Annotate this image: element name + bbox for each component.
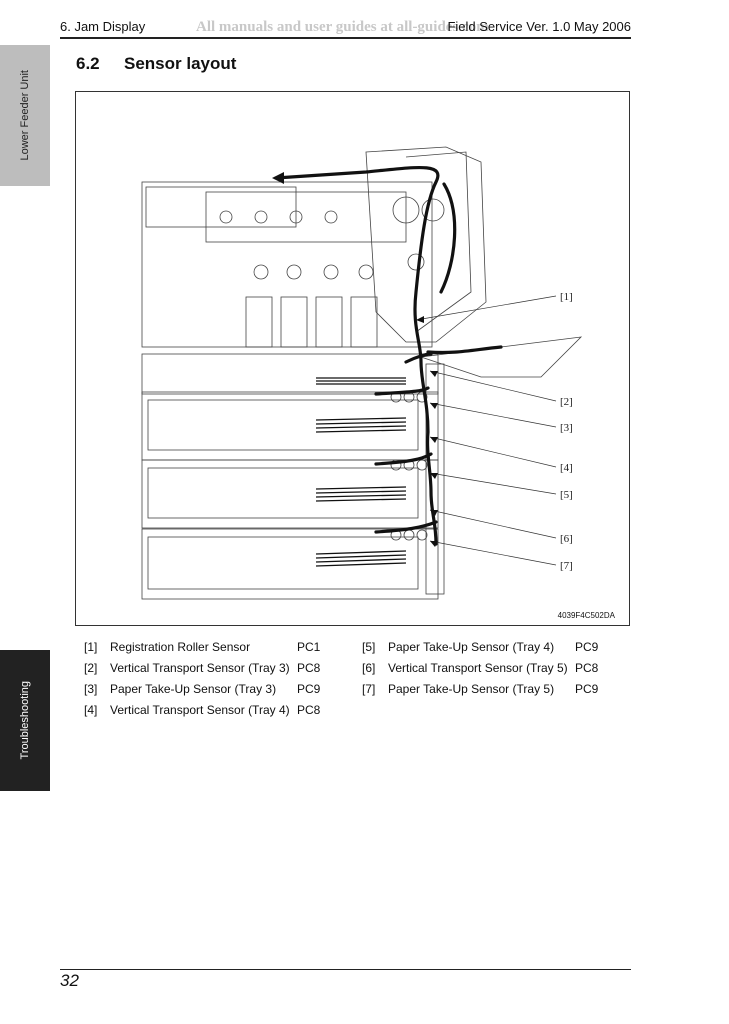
legend-index: [3] [84, 682, 98, 696]
legend-code: PC8 [297, 661, 321, 675]
legend-name: Vertical Transport Sensor (Tray 5) [388, 661, 568, 675]
legend-index: [5] [362, 640, 376, 654]
legend-index: [7] [362, 682, 376, 696]
legend-index: [4] [84, 703, 98, 717]
legend-code: PC1 [297, 640, 321, 654]
legend-code: PC9 [575, 682, 599, 696]
footer-rule [60, 969, 631, 970]
callout-5: [5] [560, 489, 573, 501]
section-number: 6.2 [76, 54, 100, 73]
side-tab-label: Lower Feeder Unit [19, 70, 31, 161]
legend-index: [6] [362, 661, 376, 675]
machine-cross-section-diagram: [1] [2] [3] [4] [5] [6] [7] [141, 146, 583, 600]
legend-name: Vertical Transport Sensor (Tray 4) [110, 703, 290, 717]
side-tab-lower-feeder-unit[interactable]: Lower Feeder Unit [0, 45, 50, 186]
figure-code: 4039F4C502DA [557, 611, 615, 620]
section-title: Sensor layout [124, 54, 237, 73]
header-section: 6. Jam Display [60, 19, 146, 34]
watermark-text: All manuals and user guides at all-guide… [196, 19, 489, 35]
legend-code: PC9 [575, 640, 599, 654]
callout-1: [1] [560, 291, 573, 303]
legend-code: PC8 [297, 703, 321, 717]
legend-name: Vertical Transport Sensor (Tray 3) [110, 661, 290, 675]
legend-index: [2] [84, 661, 98, 675]
side-tab-troubleshooting[interactable]: Troubleshooting [0, 650, 50, 791]
legend-name: Paper Take-Up Sensor (Tray 5) [388, 682, 555, 696]
legend-code: PC9 [297, 682, 321, 696]
sensor-layout-figure: [1] [2] [3] [4] [5] [6] [7] 4039F4C502DA [75, 91, 630, 626]
side-tab-label: Troubleshooting [19, 681, 31, 760]
callout-6: [6] [560, 533, 573, 545]
header-version: Field Service Ver. 1.0 May 2006 [447, 19, 631, 34]
legend-name: Registration Roller Sensor [110, 640, 251, 654]
header-rule [60, 37, 631, 39]
legend-name: Paper Take-Up Sensor (Tray 3) [110, 682, 277, 696]
callout-2: [2] [560, 396, 573, 408]
section-heading: 6.2 Sensor layout [76, 54, 236, 74]
legend-index: [1] [84, 640, 98, 654]
callout-4: [4] [560, 462, 573, 474]
callout-3: [3] [560, 422, 573, 434]
page-number: 32 [60, 971, 79, 990]
legend-code: PC8 [575, 661, 599, 675]
callout-7: [7] [560, 560, 573, 572]
legend-name: Paper Take-Up Sensor (Tray 4) [388, 640, 555, 654]
running-header: 6. Jam Display All manuals and user guid… [60, 17, 631, 37]
